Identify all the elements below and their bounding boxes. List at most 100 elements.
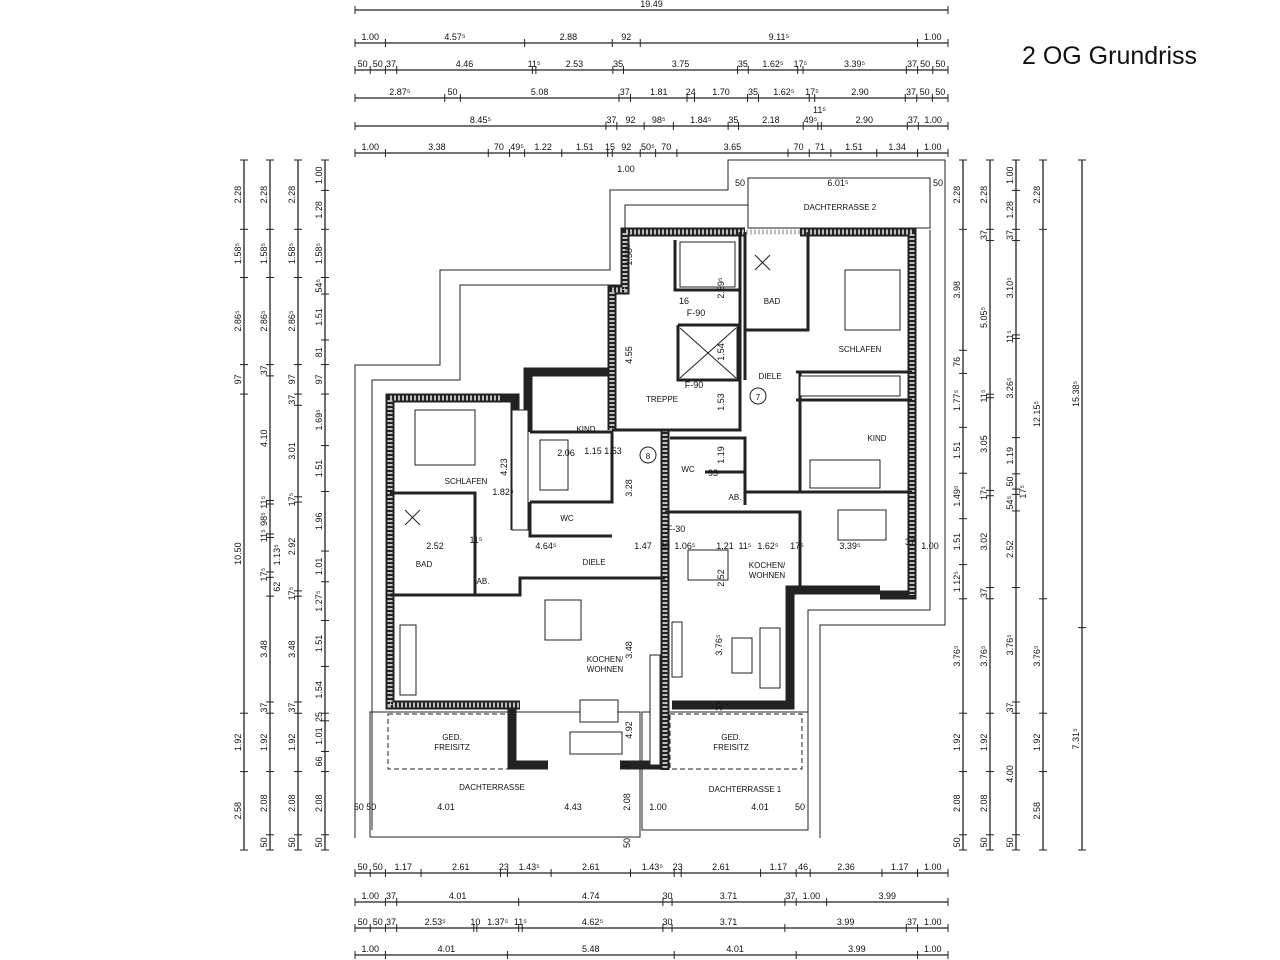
dimension-label: 1.77⁵ — [952, 389, 962, 411]
dimension-label: 1.17 — [891, 862, 909, 872]
dimension-label: 2.92 — [287, 538, 297, 556]
dimension-label: 46 — [798, 862, 808, 872]
dimension-label: 2.90 — [856, 115, 874, 125]
dimension-label: 1.00 — [314, 166, 324, 184]
dimension-label: 2.08 — [287, 794, 297, 812]
room-label: FREISITZ — [434, 743, 470, 752]
dining-table — [544, 599, 582, 641]
dimension-label: 3.02 — [979, 533, 989, 551]
staircase — [679, 241, 736, 288]
wardrobe — [671, 621, 683, 678]
dimension-label: 1.58⁵ — [314, 243, 324, 265]
dimension-label: 1.92 — [233, 734, 243, 752]
dimension-label: 11⁵ — [528, 59, 541, 69]
dimension-label: 2.08 — [979, 794, 989, 812]
dimension-label: 2.08 — [952, 794, 962, 812]
dimension-label: 3.38 — [428, 142, 446, 152]
dachterrasse-1-outline — [641, 711, 809, 831]
plan-dimension-label: 1.21 — [716, 541, 734, 551]
dimension-label: 1.12⁵ — [952, 571, 962, 593]
dimension-label: 37 — [906, 87, 916, 97]
dimension-label: 1.00 — [361, 891, 379, 901]
dimension-label: 37 — [1005, 703, 1015, 713]
dimension-label: 1.58⁵ — [233, 243, 243, 265]
plan-dimension-label: F-90 — [687, 308, 706, 318]
dimension-label: 2.28 — [952, 186, 962, 204]
roof-outline — [354, 159, 946, 838]
dimension-label: 62 — [272, 582, 282, 592]
furniture — [399, 241, 901, 766]
room-label: KOCHEN/ — [587, 655, 624, 664]
dimension-label: 12.15⁵ — [1032, 401, 1042, 428]
room-label: AB. — [729, 493, 742, 502]
dachterrasse-outline — [369, 711, 641, 838]
dimension-label: 1.00 — [924, 917, 942, 927]
dimension-label: 1.00 — [924, 862, 942, 872]
dimension-label: 37 — [786, 891, 796, 901]
dimension-label: 2.58 — [233, 802, 243, 820]
dimension-label: 2.53⁵ — [425, 917, 447, 927]
dimension-label: 30 — [662, 891, 672, 901]
dimension-label: 2.28 — [287, 186, 297, 204]
dimension-label: 3.99 — [879, 891, 897, 901]
room-label: DACHTERRASSE 2 — [804, 203, 877, 212]
dimension-column: 2.28375.05⁵11⁵3.0517⁵3.02373.76⁵1.922.08… — [979, 159, 994, 851]
stair-markers: 7 8 — [639, 387, 767, 464]
dimension-label: 37 — [620, 87, 630, 97]
dimension-label: 3.48 — [259, 640, 269, 658]
dimension-label: 3.01 — [287, 442, 297, 460]
dimension-label: 50 — [358, 917, 368, 927]
kitchen-counter — [399, 624, 417, 696]
plan-dimension-label: 1.54 — [716, 343, 726, 361]
room-label: FREISITZ — [713, 743, 749, 752]
dimension-column: 2.281.58⁵2.86⁵374.1011⁵98⁵11⁵1.13⁵17⁵623… — [259, 159, 282, 851]
plan-dimension-label: F-30 — [667, 524, 686, 534]
plan-dimension-label: 1.06⁵ — [674, 541, 696, 551]
dimension-label: 37 — [386, 917, 396, 927]
dimension-label: 1.00 — [361, 944, 379, 954]
dimension-label: 1.00 — [924, 944, 942, 954]
dimension-label: 1.96 — [314, 512, 324, 530]
dimension-label: 70 — [494, 142, 504, 152]
room-label: SCHLAFEN — [839, 345, 882, 354]
dimension-label: 4.01 — [449, 891, 467, 901]
room-label: TREPPE — [646, 395, 678, 404]
dimension-label: 66 — [314, 757, 324, 767]
marker-7-circle — [749, 387, 767, 405]
terraces — [369, 177, 931, 838]
room-labels: DACHTERRASSE 2 BAD SCHLAFEN DIELE TREPPE KIND… — [416, 203, 887, 794]
dimension-column: 1.001.281.58⁵54⁵1.5181971.69⁵1.511.961.0… — [314, 159, 329, 851]
dimension-label: 1.00 — [1005, 166, 1015, 184]
dimension-label: 50 — [373, 59, 383, 69]
dimension-label: 1.00 — [924, 142, 942, 152]
dimension-label: 35 — [728, 115, 738, 125]
dimension-label: 50 — [358, 862, 368, 872]
dimension-label: 17⁵ — [979, 486, 989, 500]
plan-dimension-label: 4.01 — [437, 802, 455, 812]
plan-dimension-label: 30 — [660, 541, 670, 551]
room-label: KOCHEN/ — [749, 561, 786, 570]
dimension-label: 70 — [794, 142, 804, 152]
dimension-label: 50 — [1005, 837, 1015, 847]
dimension-label: 76 — [952, 357, 962, 367]
room-label: DIELE — [758, 372, 781, 381]
dimension-label: 4.01 — [438, 944, 456, 954]
dimension-label: 17⁵ — [287, 492, 297, 506]
dimension-label: 5.48 — [582, 944, 600, 954]
room-label: BAD — [416, 560, 433, 569]
wardrobe — [799, 375, 901, 397]
dimension-label: 2.18 — [762, 115, 780, 125]
plan-dimension-label: 1.62⁵ — [757, 541, 779, 551]
room-label: KIND — [867, 434, 886, 443]
dimension-label: 2.90 — [851, 87, 869, 97]
dimension-label: 30 — [662, 917, 672, 927]
dimension-label: 37 — [287, 703, 297, 713]
dimension-label: 2.61 — [712, 862, 730, 872]
dining-table — [687, 549, 729, 581]
